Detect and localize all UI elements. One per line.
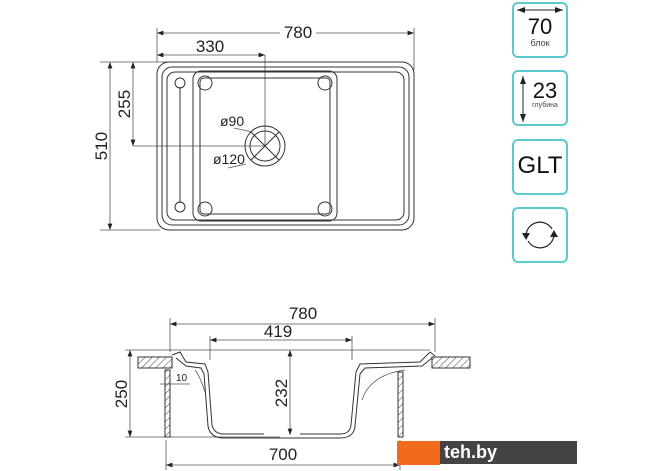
top-width-label: 780 bbox=[284, 23, 312, 42]
badge-width-value: 70 bbox=[527, 14, 553, 39]
badge-material: GLT bbox=[512, 139, 568, 195]
badge-depth-value: 23 bbox=[532, 78, 558, 103]
cabinet-width-label: 700 bbox=[269, 445, 297, 464]
badge-width-caption: блок bbox=[530, 38, 550, 48]
depth-label: 510 bbox=[92, 132, 111, 160]
drain-y-label: 255 bbox=[115, 90, 134, 118]
horizontal-arrow-icon bbox=[517, 7, 563, 13]
drain-offset-label: 330 bbox=[196, 37, 224, 56]
badge-depth: 23 глубина bbox=[512, 70, 568, 126]
vertical-arrow-icon bbox=[520, 76, 526, 122]
watermark-logo bbox=[397, 441, 440, 465]
badge-reversible bbox=[512, 207, 568, 263]
bowl-width-label: 419 bbox=[264, 322, 292, 341]
reversible-arrows-icon bbox=[522, 221, 558, 249]
drain-inner-label: ø90 bbox=[220, 113, 244, 129]
bowl-depth-label: 232 bbox=[272, 379, 291, 407]
top-view: 780 330 255 510 ø90 ø120 bbox=[92, 23, 415, 231]
drain-outer-label: ø120 bbox=[213, 151, 245, 167]
section-view: 780 419 250 10 232 700 bbox=[112, 304, 471, 470]
watermark: teh.by bbox=[440, 441, 577, 464]
section-width-label: 780 bbox=[289, 304, 317, 323]
countertop-label: 10 bbox=[176, 373, 188, 384]
badge-depth-caption: глубина bbox=[532, 102, 558, 109]
height-label: 250 bbox=[112, 380, 131, 408]
badge-material-value: GLT bbox=[517, 152, 563, 179]
badge-width: 70 блок bbox=[512, 2, 568, 58]
